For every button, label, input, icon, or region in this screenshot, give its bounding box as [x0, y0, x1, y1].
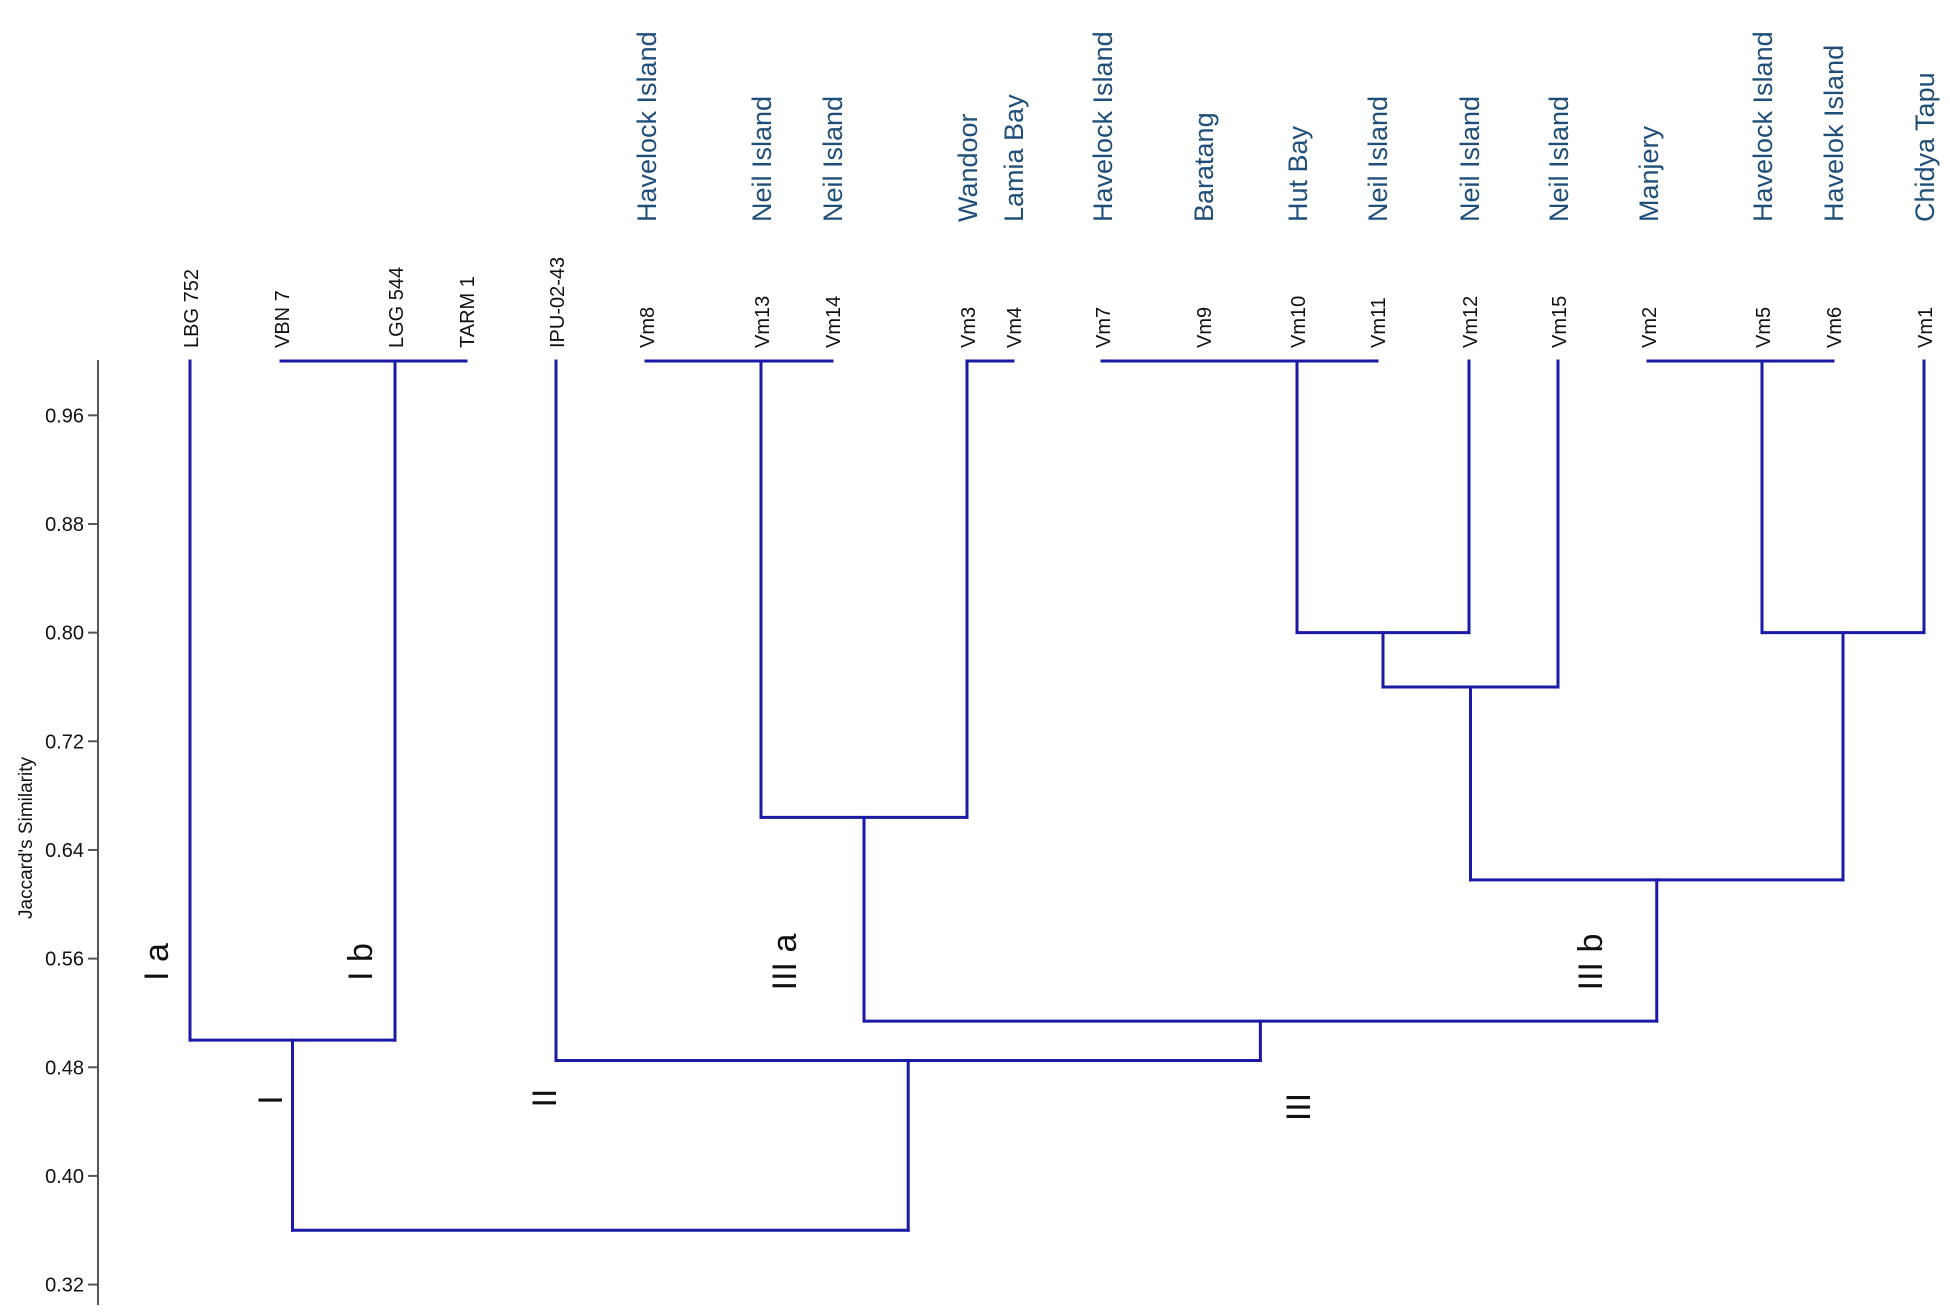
leaf-location-label: Chidya Tapu: [1910, 72, 1940, 222]
cluster-label-iiia: III a: [766, 934, 804, 991]
axis-tick-label: 0.64: [45, 840, 84, 862]
leaf-location-label: Hut Bay: [1283, 125, 1313, 222]
leaf-location-label: Neil Island: [1544, 96, 1574, 222]
leaf-location-label: Neil Island: [747, 96, 777, 222]
leaf-code-label: Vm11: [1368, 297, 1390, 348]
dendrogram-branches: [188, 359, 1926, 1232]
axis-tick-label: 0.56: [45, 949, 84, 971]
leaf-location-label: Havelock Island: [1088, 31, 1118, 222]
axis-tick-label: 0.72: [45, 731, 84, 753]
leaf-location-label: Havelok Island: [1819, 45, 1849, 222]
leaf-location-label: Neil Island: [818, 96, 848, 222]
leaf-code-label: Vm13: [752, 296, 774, 348]
cluster-label-ii: II: [526, 1089, 564, 1108]
leaf-location-label: Neil Island: [1363, 96, 1393, 222]
cluster-label-i: I: [252, 1095, 290, 1104]
axis-tick-label: 0.40: [45, 1166, 84, 1188]
axis-tick-label: 0.48: [45, 1057, 84, 1079]
axis-title: Jaccard's Similarity: [16, 757, 37, 919]
axis-tick-label: 0.80: [45, 623, 84, 645]
leaf-location-label: Havelock Island: [1748, 31, 1778, 222]
leaf-code-label: Vm3: [958, 307, 980, 348]
leaf-location-label: Havelock Island: [632, 31, 662, 222]
leaf-code-label: TARM 1: [457, 276, 479, 348]
cluster-labels: I a I b III a III b I II III: [138, 934, 1610, 1122]
leaf-code-label: Vm7: [1093, 307, 1115, 348]
cluster-label-ia: I a: [138, 943, 176, 981]
leaf-location-labels: Havelock Island Neil Island Neil Island Wan…: [632, 31, 1940, 222]
cluster-label-iiib: III b: [1572, 934, 1610, 991]
leaf-location-label: Wandoor: [953, 113, 983, 222]
axis-tick-label: 0.96: [45, 405, 84, 427]
leaf-location-label: Lamia Bay: [999, 94, 1029, 222]
leaf-code-label: Vm5: [1753, 307, 1775, 348]
axis-tick-label: 0.32: [45, 1275, 84, 1297]
cluster-label-ib: I b: [342, 943, 380, 981]
leaf-code-label: Vm6: [1824, 307, 1846, 348]
leaf-code-label: Vm12: [1460, 296, 1482, 348]
leaf-code-label: Vm9: [1194, 307, 1216, 348]
leaf-code-label: Vm1: [1915, 307, 1937, 348]
leaf-code-label: Vm8: [637, 307, 659, 348]
leaf-code-label: LGG 544: [386, 267, 408, 348]
leaf-code-label: VBN 7: [272, 290, 294, 348]
cluster-label-iii: III: [1280, 1093, 1318, 1121]
leaf-location-label: Neil Island: [1455, 96, 1485, 222]
leaf-code-label: Vm4: [1004, 307, 1026, 348]
leaf-location-label: Manjery: [1634, 125, 1664, 222]
leaf-code-label: IPU-02-43: [547, 257, 569, 348]
leaf-code-label: Vm2: [1639, 307, 1661, 348]
leaf-code-label: Vm14: [823, 296, 845, 348]
similarity-axis: 0.96 0.88 0.80 0.72 0.64 0.56 0.48 0.40 0.32 Jac…: [16, 360, 99, 1305]
leaf-code-label: Vm10: [1288, 296, 1310, 348]
axis-tick-label: 0.88: [45, 514, 84, 536]
leaf-code-label: Vm15: [1549, 296, 1571, 348]
leaf-location-label: Baratang: [1189, 112, 1219, 222]
leaf-code-label: LBG 752: [181, 269, 203, 348]
